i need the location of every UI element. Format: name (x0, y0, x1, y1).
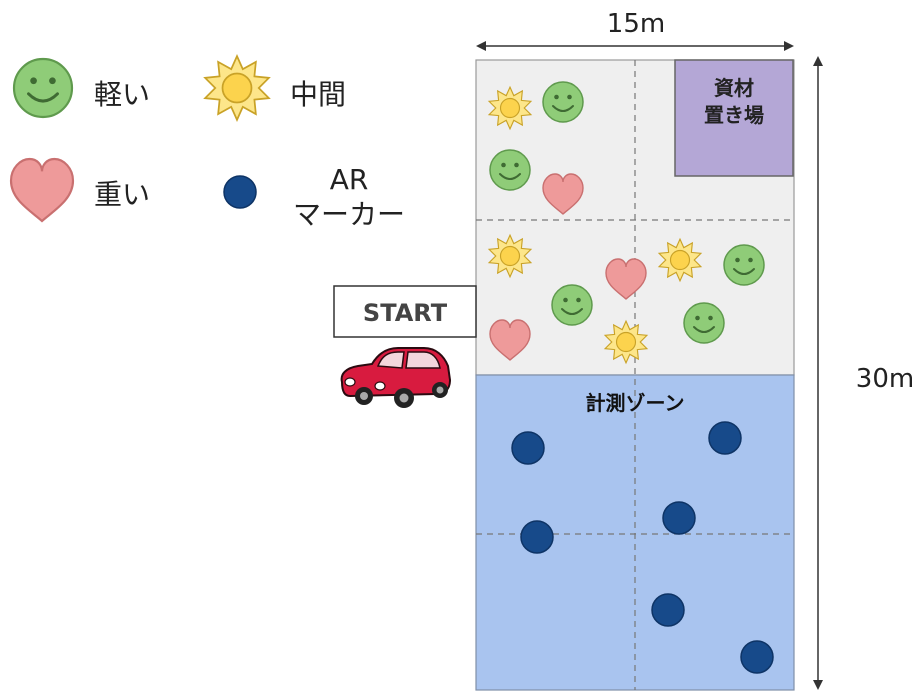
ar-marker-icon (511, 431, 545, 465)
ar-marker-icon (651, 593, 685, 627)
material-storage-label-line2: 置き場 (704, 103, 764, 127)
ar-marker-icon (223, 175, 257, 209)
light-smiley-icon (723, 244, 765, 286)
height-dimension: 30m (813, 56, 914, 690)
light-smiley-icon (683, 302, 725, 344)
medium-sun-icon (204, 55, 270, 121)
light-smiley-icon (551, 284, 593, 326)
measurement-zone-label: 計測ゾーン (586, 391, 685, 415)
legend-light-label: 軽い (94, 78, 150, 111)
heavy-heart-icon (9, 157, 75, 223)
ar-marker-icon (708, 421, 742, 455)
width-label: 15m (607, 9, 665, 39)
start-label: START (363, 299, 448, 327)
legend-ar-label-line1: AR (330, 163, 369, 196)
light-smiley-icon (489, 149, 531, 191)
height-label: 30m (856, 364, 914, 394)
material-storage-label-line1: 資材 (714, 76, 754, 100)
material-storage-area (674, 59, 794, 177)
light-smiley-icon (12, 57, 74, 119)
ar-marker-icon (520, 520, 554, 554)
legend-ar-label-line2: マーカー (293, 198, 405, 231)
legend-heavy-label: 重い (94, 178, 150, 211)
start-box: START (333, 285, 477, 338)
width-dimension: 15m (476, 9, 794, 51)
ar-marker-icon (740, 640, 774, 674)
legend: 軽い 中間 重い AR マーカー (9, 55, 405, 231)
ar-marker-icon (662, 501, 696, 535)
car-icon (340, 347, 452, 408)
legend-medium-label: 中間 (290, 78, 346, 111)
light-smiley-icon (542, 81, 584, 123)
